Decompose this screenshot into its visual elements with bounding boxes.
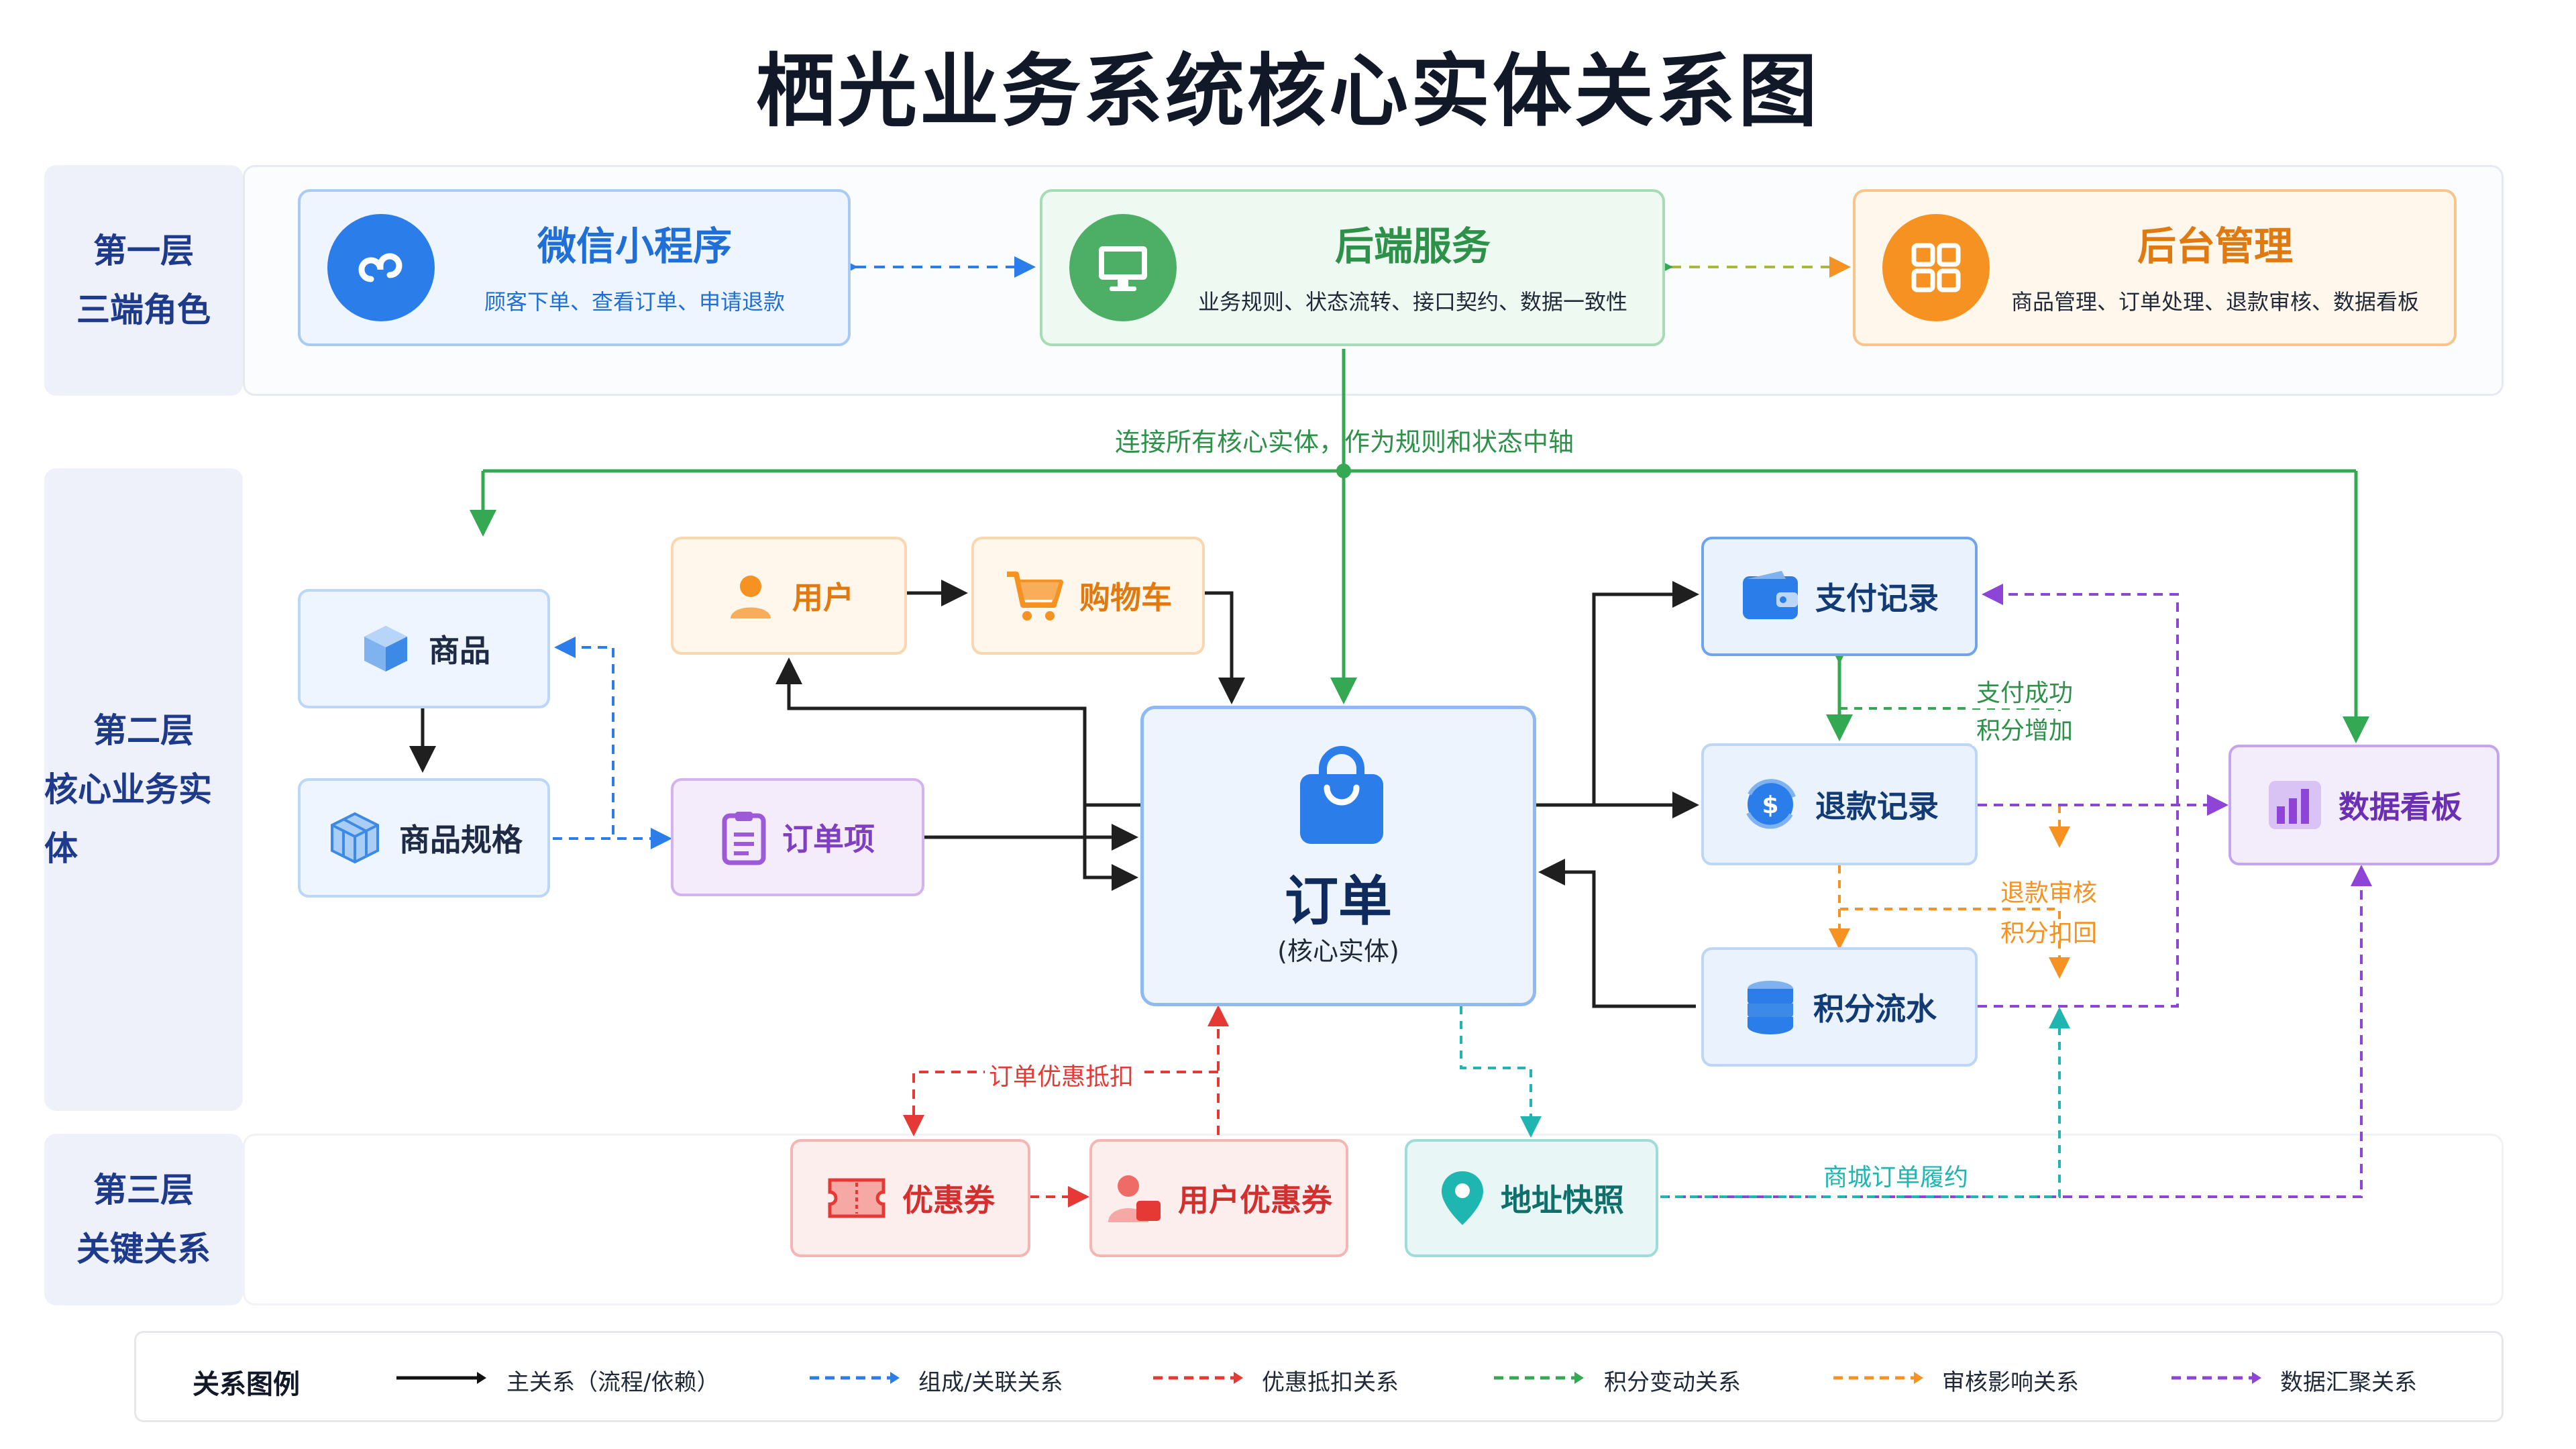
- legend-swatch-points: [1494, 1372, 1584, 1384]
- coins-icon: [1742, 977, 1799, 1037]
- label-points-deduct: 积分扣回: [2000, 920, 2098, 947]
- cube-icon: [358, 621, 414, 677]
- role-admin-desc: 商品管理、订单处理、退款审核、数据看板: [2010, 289, 2419, 315]
- entity-order-sub: (核心实体): [1277, 936, 1399, 966]
- label-refund-audit: 退款审核: [2000, 879, 2098, 907]
- role-miniapp-desc: 顾客下单、查看订单、申请退款: [484, 289, 785, 315]
- monitor-icon: [1069, 214, 1177, 321]
- role-admin[interactable]: 后台管理 商品管理、订单处理、退款审核、数据看板: [1853, 189, 2457, 346]
- label-backend-hub: 连接所有核心实体，作为规则和状态中轴: [1115, 427, 1574, 457]
- layer-1-name: 第一层: [93, 231, 194, 270]
- entity-coupon[interactable]: 优惠券: [790, 1139, 1030, 1257]
- entity-product[interactable]: 商品: [298, 589, 550, 708]
- entity-order-label: 订单: [1285, 870, 1392, 932]
- role-admin-title: 后台管理: [2137, 223, 2293, 269]
- entity-points[interactable]: 积分流水: [1701, 947, 1978, 1067]
- entity-sku[interactable]: 商品规格: [298, 778, 550, 898]
- entity-order[interactable]: 订单 (核心实体): [1140, 706, 1536, 1006]
- entity-payment-label: 支付记录: [1815, 580, 1939, 616]
- entity-address-label: 地址快照: [1501, 1182, 1624, 1218]
- cubes-icon: [325, 808, 384, 867]
- entity-user-coupon[interactable]: 用户优惠券: [1089, 1139, 1348, 1257]
- grid-icon: [1882, 214, 1990, 321]
- entity-cart-label: 购物车: [1079, 580, 1172, 616]
- bar-chart-icon: [2266, 778, 2324, 832]
- layer-3-name: 第三层: [93, 1171, 194, 1210]
- shopping-bag-icon: [1295, 746, 1389, 849]
- entity-cart[interactable]: 购物车: [971, 537, 1205, 655]
- entity-order-item[interactable]: 订单项: [671, 778, 924, 896]
- entity-user-coupon-label: 用户优惠券: [1178, 1182, 1332, 1218]
- legend-label-compose: 组成/关联关系: [918, 1369, 1063, 1396]
- label-points-add: 积分增加: [1972, 711, 2078, 746]
- edge-aux-order: [1083, 805, 1138, 891]
- wallet-icon: [1740, 570, 1801, 623]
- edge-sku-product: [553, 637, 614, 840]
- legend-label-audit: 审核影响关系: [1942, 1369, 2079, 1396]
- entity-points-label: 积分流水: [1813, 991, 1937, 1027]
- legend-label-main: 主关系（流程/依赖）: [506, 1369, 720, 1396]
- edge-order-points: [1538, 859, 1696, 1008]
- edge-order-payment: [1536, 581, 1699, 807]
- layer-3-label: 第三层 关键关系: [44, 1134, 243, 1305]
- role-miniapp-title: 微信小程序: [537, 223, 732, 269]
- entity-refund-label: 退款记录: [1815, 788, 1939, 824]
- entity-refund[interactable]: $ 退款记录: [1701, 743, 1978, 865]
- role-miniapp[interactable]: 微信小程序 顾客下单、查看订单、申请退款: [298, 189, 851, 346]
- entity-coupon-label: 优惠券: [902, 1182, 995, 1218]
- ticket-icon: [826, 1175, 888, 1222]
- entity-dashboard-label: 数据看板: [2339, 789, 2462, 825]
- layer-3-sub: 关键关系: [76, 1230, 211, 1269]
- edge-order-address: [1450, 987, 1542, 1138]
- entity-dashboard[interactable]: 数据看板: [2229, 745, 2500, 865]
- cart-icon: [1004, 568, 1065, 624]
- user-ticket-icon: [1106, 1170, 1163, 1226]
- legend-swatch-data: [2171, 1372, 2261, 1384]
- layer-3-band: [243, 1134, 2504, 1305]
- layer-1-sub: 三端角色: [76, 290, 211, 329]
- legend: 关系图例 主关系（流程/依赖） 组成/关联关系 优惠抵扣关系 积分变动关系 审核…: [134, 1331, 2504, 1422]
- legend-label-points: 积分变动关系: [1604, 1369, 1741, 1396]
- edge-cart-order: [1205, 591, 1245, 704]
- clipboard-icon: [720, 809, 767, 865]
- edge-address-fulfill: [1660, 1007, 2070, 1198]
- legend-swatch-discount: [1153, 1372, 1243, 1384]
- edge-dashboard-payment: [1982, 584, 2179, 805]
- role-backend[interactable]: 后端服务 业务规则、状态流转、接口契约、数据一致性: [1040, 189, 1665, 346]
- legend-swatch-audit: [1833, 1372, 1923, 1384]
- mini-program-icon: [327, 214, 435, 321]
- user-icon: [724, 569, 777, 623]
- edge-points-dashboard: [1978, 805, 2179, 1008]
- entity-product-label: 商品: [429, 633, 490, 669]
- legend-title: 关系图例: [193, 1369, 300, 1400]
- entity-user-label: 用户: [792, 580, 854, 616]
- role-backend-title: 后端服务: [1334, 223, 1491, 269]
- edge-refund-audit: [1838, 865, 2070, 979]
- layer-2-sub: 核心业务实体: [44, 770, 212, 868]
- legend-swatch-main: [396, 1372, 486, 1384]
- layer-2-label: 第二层 核心业务实体: [44, 468, 243, 1111]
- entity-user[interactable]: 用户: [671, 537, 907, 655]
- refund-icon: $: [1740, 774, 1801, 835]
- edge-address-dashboard: [1660, 865, 2372, 1198]
- entity-sku-label: 商品规格: [399, 822, 523, 858]
- legend-label-data: 数据汇聚关系: [2280, 1369, 2417, 1396]
- layer-2-name: 第二层: [93, 711, 194, 750]
- legend-label-discount: 优惠抵扣关系: [1262, 1369, 1399, 1396]
- label-mall-fulfill: 商城订单履约: [1823, 1164, 1969, 1191]
- legend-swatch-compose: [810, 1372, 900, 1384]
- layer-1-label: 第一层 三端角色: [44, 165, 243, 396]
- entity-order-item-label: 订单项: [782, 821, 875, 857]
- location-pin-icon: [1439, 1169, 1486, 1228]
- entity-payment[interactable]: 支付记录: [1701, 537, 1978, 656]
- role-backend-desc: 业务规则、状态流转、接口契约、数据一致性: [1197, 289, 1627, 315]
- page-title: 栖光业务系统核心实体关系图: [755, 45, 1820, 138]
- entity-address[interactable]: 地址快照: [1405, 1139, 1658, 1257]
- label-order-discount: 订单优惠抵扣: [985, 1057, 1138, 1092]
- label-pay-success: 支付成功: [1972, 674, 2078, 708]
- svg-text:$: $: [1762, 792, 1778, 819]
- edge-order-user: [775, 657, 1140, 807]
